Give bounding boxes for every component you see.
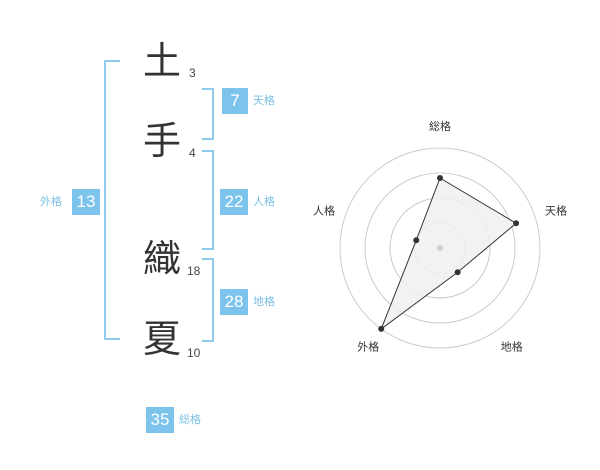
radar-point-1 <box>437 175 443 181</box>
radar-point-3 <box>454 269 461 276</box>
radar-axis-label-3: 地格 <box>501 340 523 354</box>
tenkaku-bracket <box>202 88 214 140</box>
name-char-4: 夏 <box>143 317 182 361</box>
soukaku-value: 35 <box>146 407 174 433</box>
radar-center-dot <box>437 245 443 251</box>
radar-ring-3 <box>364 172 516 324</box>
stroke-count-3: 18 <box>187 264 201 278</box>
gaikaku-value: 13 <box>72 189 100 215</box>
gaikaku-label: 外格 <box>40 195 62 208</box>
radar-ring-4 <box>339 147 541 349</box>
stroke-count-1: 3 <box>189 66 196 80</box>
stroke-count-2: 4 <box>189 146 196 160</box>
chikaku-label: 地格 <box>253 295 275 308</box>
soukaku-label: 総格 <box>179 413 201 426</box>
radar-axis-label-2: 天格 <box>545 203 567 217</box>
radar-area <box>380 177 517 331</box>
gaikaku-bracket <box>104 60 120 340</box>
name-char-2: 手 <box>143 119 182 163</box>
tenkaku-label: 天格 <box>253 94 275 107</box>
radar-axis-label-4: 外格 <box>357 340 379 354</box>
radar-point-4 <box>378 325 385 332</box>
radar-point-2 <box>513 220 520 227</box>
stroke-count-4: 10 <box>187 346 201 360</box>
radar-axis-label-5: 人格 <box>313 203 335 217</box>
jinkaku-label: 人格 <box>253 195 275 208</box>
name-char-1: 土 <box>143 39 182 83</box>
tenkaku-value: 7 <box>222 88 248 114</box>
jinkaku-value: 22 <box>220 189 248 215</box>
name-char-3: 織 <box>143 237 182 281</box>
jinkaku-bracket <box>202 150 214 250</box>
radar-point-5 <box>413 237 420 244</box>
radar-axis-label-1: 総格 <box>429 119 451 133</box>
chikaku-bracket <box>202 258 214 342</box>
chikaku-value: 28 <box>220 289 248 315</box>
